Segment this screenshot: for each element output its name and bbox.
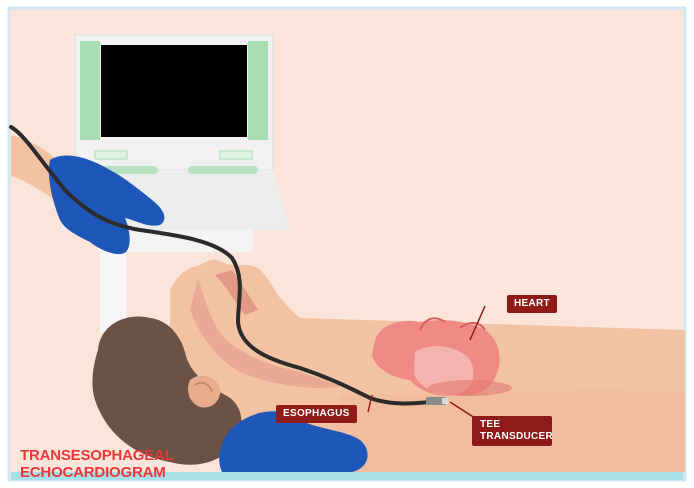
probe-lens xyxy=(442,398,448,404)
monitor-right-accent xyxy=(248,41,268,140)
monitor-right-button xyxy=(220,151,252,159)
diagram-title: TRANSESOPHAGEAL ECHOCARDIOGRAM xyxy=(20,447,174,481)
tee-label-line2: TRANSDUCER xyxy=(480,431,553,442)
title-line2: ECHOCARDIOGRAM xyxy=(20,464,174,481)
tee-transducer-label: TEE TRANSDUCER xyxy=(472,416,552,446)
tee-probe-icon xyxy=(426,397,448,405)
tee-label-line1: TEE xyxy=(480,419,500,430)
diaphragm-shadow xyxy=(428,380,512,396)
monitor-screen xyxy=(101,45,247,137)
monitor-left-accent xyxy=(80,41,100,140)
monitor-left-button xyxy=(95,151,127,159)
heart-label: HEART xyxy=(507,295,557,313)
title-line1: TRANSESOPHAGEAL xyxy=(20,447,174,464)
console-pad-right xyxy=(188,166,258,174)
esophagus-label: ESOPHAGUS xyxy=(276,405,357,423)
